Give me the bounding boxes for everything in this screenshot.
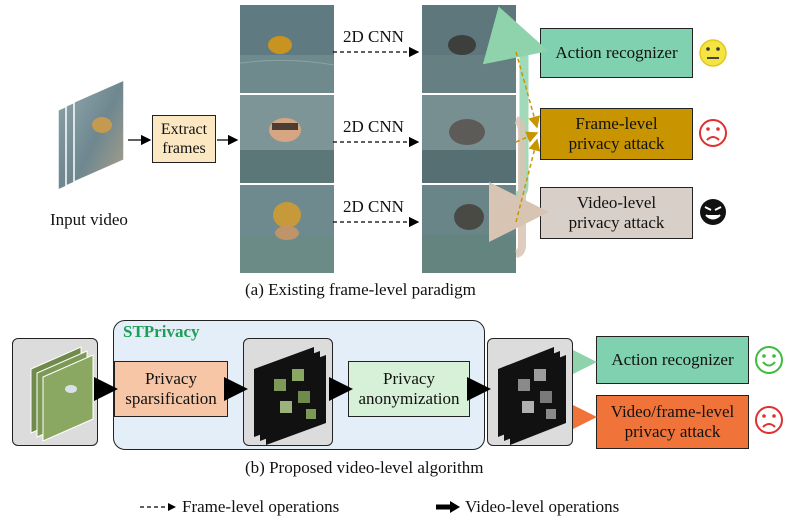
legend-video-ops: Video-level operations (465, 497, 620, 516)
video-frame-level-attack-label: Video/frame-level privacy attack (610, 402, 735, 441)
cnn-label-1: 2D CNN (343, 27, 404, 46)
frame-level-attack-box: Frame-level privacy attack (540, 108, 693, 160)
frame-processed-2 (422, 95, 516, 183)
frame-level-attack-label: Frame-level privacy attack (568, 114, 665, 153)
cnn-label-3: 2D CNN (343, 197, 404, 216)
bottom-connectors (94, 350, 597, 513)
top-action-recognizer-box: Action recognizer (540, 28, 693, 78)
frame-original-3 (240, 185, 334, 273)
cnn-label-2: 2D CNN (343, 117, 404, 136)
extract-frames-box: Extract frames (152, 115, 216, 163)
privacy-anonymization-label: Privacy anonymization (358, 369, 460, 408)
anonymized-clip (487, 338, 573, 446)
bottom-input-clip (12, 338, 98, 446)
frame-original-1 (240, 5, 334, 93)
sad-face-icon (698, 118, 728, 153)
video-level-attack-box: Video-level privacy attack (540, 187, 693, 239)
bottom-sad-face-icon (754, 405, 784, 440)
privacy-sparsification-label: Privacy sparsification (125, 369, 217, 408)
video-level-attack-label: Video-level privacy attack (568, 193, 665, 232)
bottom-action-recognizer-label: Action recognizer (611, 350, 734, 369)
happy-face-icon (754, 345, 784, 380)
video-frame-level-attack-box: Video/frame-level privacy attack (596, 395, 749, 449)
top-caption: (a) Existing frame-level paradigm (245, 280, 476, 299)
sparsified-clip (243, 338, 333, 446)
bottom-caption: (b) Proposed video-level algorithm (245, 458, 484, 477)
devil-face-icon (698, 197, 728, 232)
top-action-recognizer-label: Action recognizer (555, 43, 678, 62)
top-connectors (128, 6, 549, 258)
legend-frame-ops: Frame-level operations (182, 497, 340, 516)
neutral-face-icon (698, 38, 728, 73)
input-video-stack (50, 78, 130, 195)
bottom-action-recognizer-box: Action recognizer (596, 336, 749, 384)
stprivacy-title: STPrivacy (123, 322, 200, 341)
privacy-sparsification-box: Privacy sparsification (114, 361, 228, 417)
input-video-label: Input video (50, 210, 128, 229)
frame-original-2 (240, 95, 334, 183)
extract-frames-label: Extract frames (160, 121, 208, 157)
